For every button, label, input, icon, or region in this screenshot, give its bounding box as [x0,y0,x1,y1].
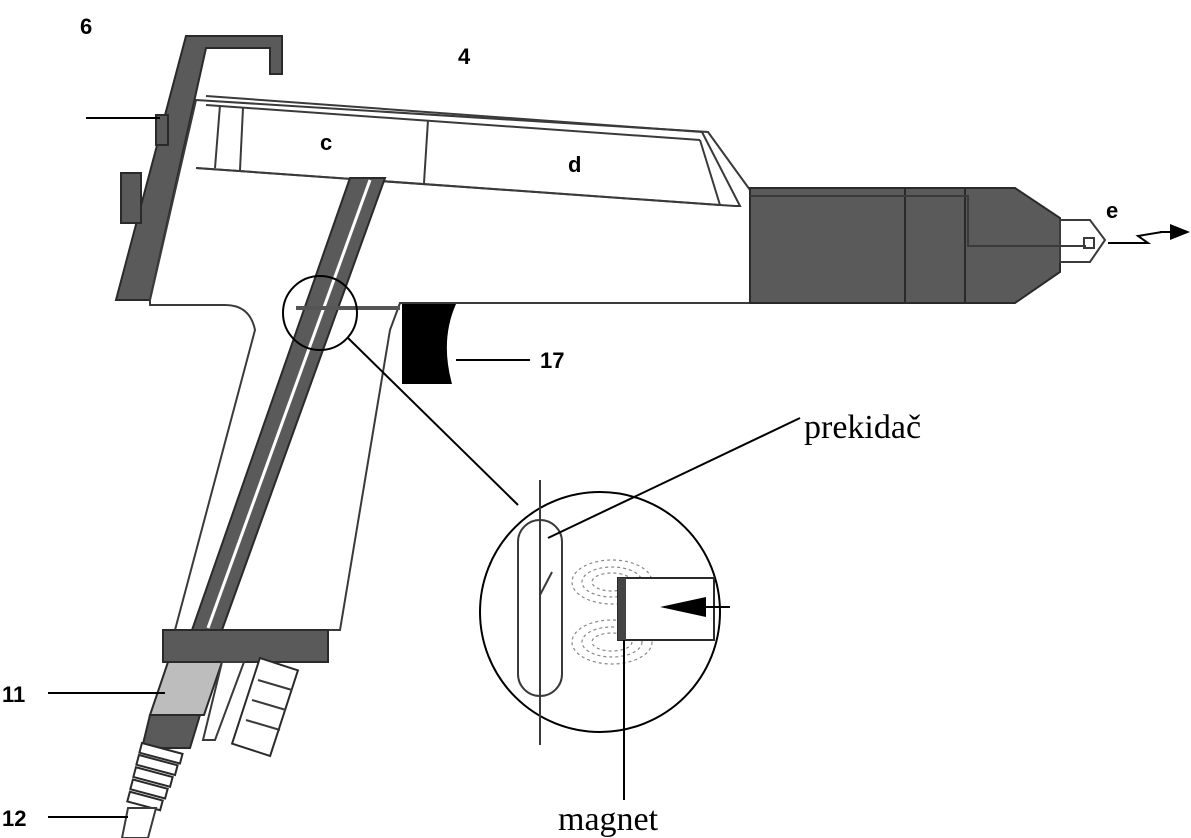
front-block-2 [904,187,966,304]
label-12: 12 [2,806,26,831]
label-e: e [1106,198,1118,223]
nozzle-tip [1059,219,1107,263]
spark-line [1108,231,1163,244]
side-fitting-2 [230,656,300,758]
connector-12 [120,807,158,838]
handle-band [162,629,329,663]
barrel-inner-bottom [195,167,721,206]
detail-ring-small [282,275,358,351]
connector-11 [148,661,224,716]
connector-11-nut [140,714,202,749]
label-c: c [320,130,332,155]
front-block [749,187,906,304]
label-17: 17 [540,348,564,373]
label-d: d [568,152,581,177]
nozzle-electrode [1083,237,1095,249]
magnet-pole [618,578,626,640]
section-divider-2 [239,107,244,171]
label-6: 6 [80,14,92,39]
label-magnet: magnet [558,801,659,838]
magnified-detail [479,480,730,745]
hook-knob-upper [155,114,169,146]
magnet-arrowhead [660,597,706,617]
leader-prekidac [547,417,801,539]
gun-body [149,98,751,631]
side-fitting-1 [201,661,246,741]
hose-core [206,179,372,629]
hook-knob-lower [120,172,142,224]
hose-rings [126,741,184,812]
label-prekidac: prekidač [804,409,921,446]
label-4: 4 [458,44,471,69]
electrode-wire [750,195,1086,247]
section-divider-1 [214,104,221,169]
barrel-taper [699,139,721,206]
spark-arrowhead [1170,224,1190,240]
trigger[interactable] [402,304,456,384]
barrel-inner-top [205,104,701,141]
label-11: 11 [2,682,25,707]
section-divider-cd [423,119,429,184]
reed-switch [517,519,563,697]
detail-connector [347,337,519,506]
